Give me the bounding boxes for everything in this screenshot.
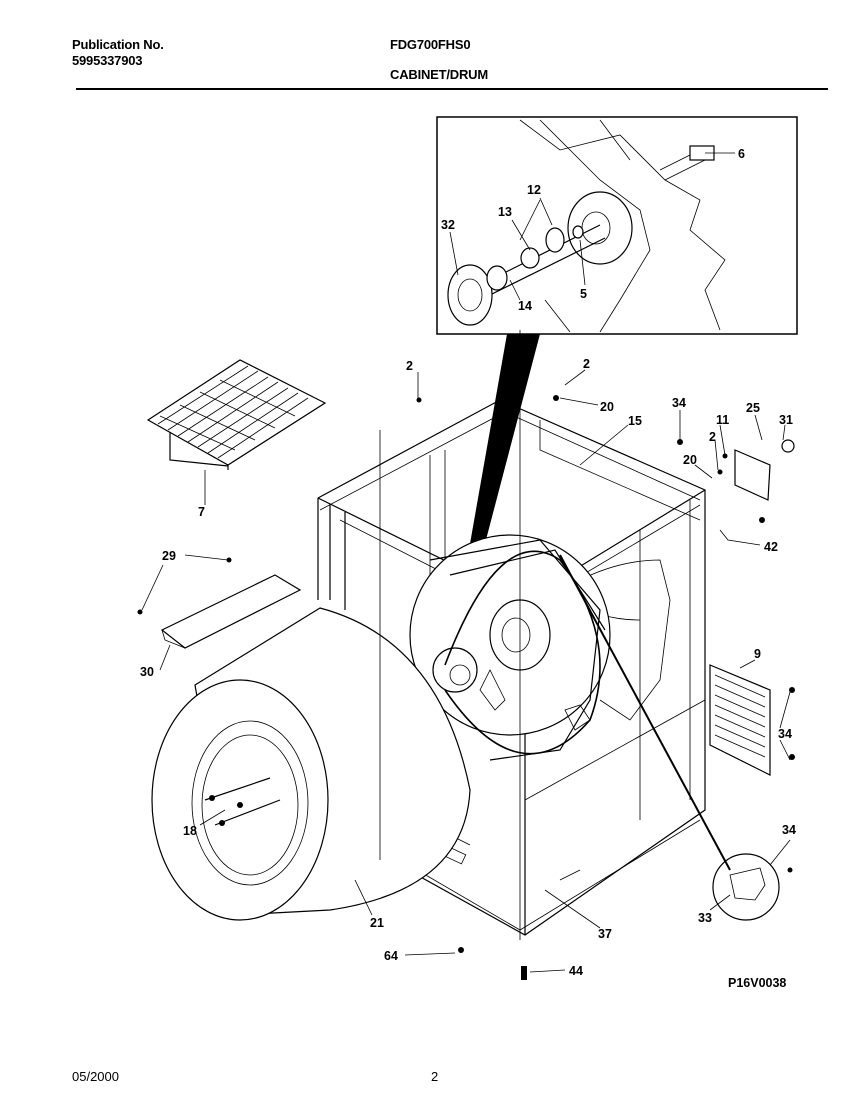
part-label: 14 [518, 299, 532, 313]
part-label: 13 [498, 205, 512, 219]
section-title: CABINET/DRUM [390, 67, 488, 82]
part-label: 29 [162, 549, 176, 563]
drum-rear-assembly [409, 534, 611, 761]
part-label: 15 [628, 414, 642, 428]
page-number: 2 [431, 1069, 439, 1084]
part-label: 18 [183, 824, 197, 838]
drying-rack [146, 359, 327, 470]
footer-date: 05/2000 [72, 1069, 119, 1084]
part-label: 34 [782, 823, 796, 837]
part-label: 33 [698, 911, 712, 925]
toe-kick-panel [160, 574, 302, 649]
part-label: 25 [746, 401, 760, 415]
part-label: 12 [527, 183, 541, 197]
part-label: 34 [672, 396, 686, 410]
part-label: 2 [709, 430, 716, 444]
part-label: 2 [583, 357, 590, 371]
diagram-code: P16V0038 [728, 976, 786, 990]
part-label: 6 [738, 147, 745, 161]
part-label: 9 [754, 647, 761, 661]
motor-detail [559, 554, 780, 921]
publication-number: 5995337903 [72, 53, 143, 68]
part-label: 34 [778, 727, 792, 741]
part-label: 44 [569, 964, 583, 978]
part-label: 21 [370, 916, 384, 930]
part-label: 20 [600, 400, 614, 414]
part-label: 5 [580, 287, 587, 301]
header-rule [76, 88, 828, 90]
knob-part [781, 439, 795, 453]
access-panel [709, 664, 771, 776]
publication-label: Publication No. [72, 37, 164, 52]
part-label: 32 [441, 218, 455, 232]
model-number: FDG700FHS0 [390, 37, 471, 52]
fasteners [137, 395, 795, 980]
part-label: 7 [198, 505, 205, 519]
leader-lines [141, 152, 791, 973]
part-label: 37 [598, 927, 612, 941]
part-label: 30 [140, 665, 154, 679]
part-label: 31 [779, 413, 793, 427]
drum [151, 607, 471, 921]
part-label: 11 [716, 413, 729, 427]
part-label: 20 [683, 453, 697, 467]
part-label: 64 [384, 949, 398, 963]
detail-callout-wedge [468, 334, 540, 555]
inset-detail [436, 116, 798, 335]
part-label: 2 [406, 359, 413, 373]
part-label: 42 [764, 540, 778, 554]
part-number-labels: 6 12 13 32 14 5 2 2 20 15 34 25 11 2 31 … [140, 147, 796, 990]
bracket [734, 449, 771, 501]
